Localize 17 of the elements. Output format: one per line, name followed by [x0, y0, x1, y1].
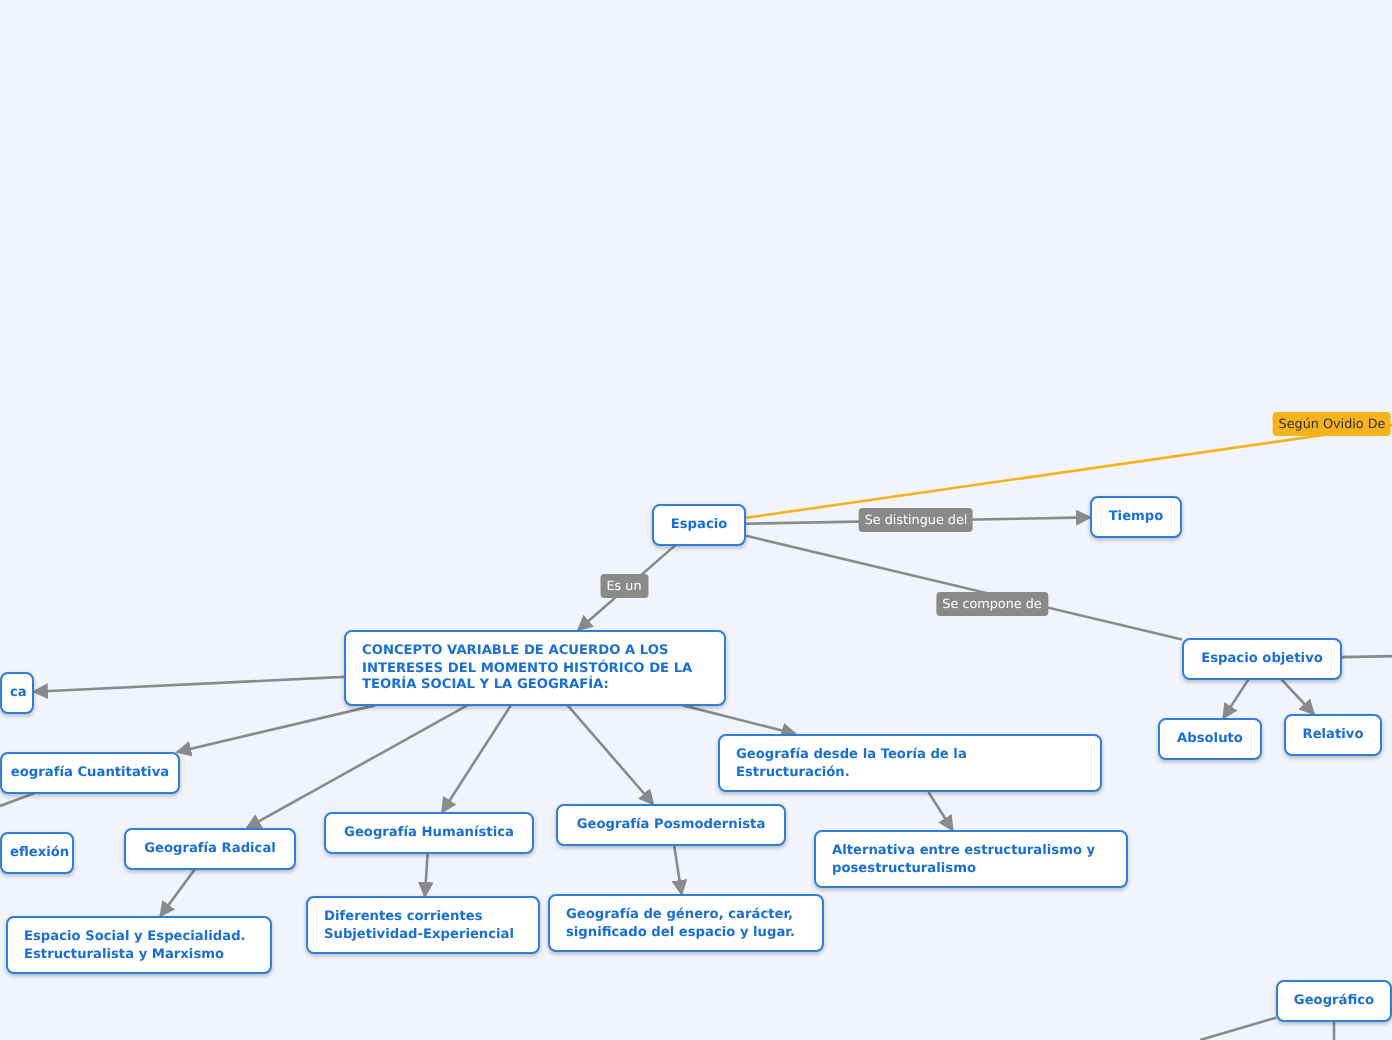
connector-line	[0, 791, 36, 808]
arrow	[566, 704, 655, 806]
arrow	[175, 704, 376, 757]
connector-line	[1341, 654, 1392, 659]
arrow	[576, 544, 677, 632]
arrow	[417, 853, 434, 898]
arrow	[927, 791, 954, 832]
connector-line	[745, 422, 1392, 520]
arrow	[1280, 678, 1316, 716]
connector-line	[1199, 1016, 1277, 1040]
arrow	[32, 675, 345, 700]
arrow	[245, 704, 468, 830]
arrow	[159, 868, 196, 918]
arrow	[682, 704, 798, 739]
arrow	[671, 844, 688, 896]
arrow	[441, 704, 512, 814]
arrow	[1222, 678, 1250, 720]
